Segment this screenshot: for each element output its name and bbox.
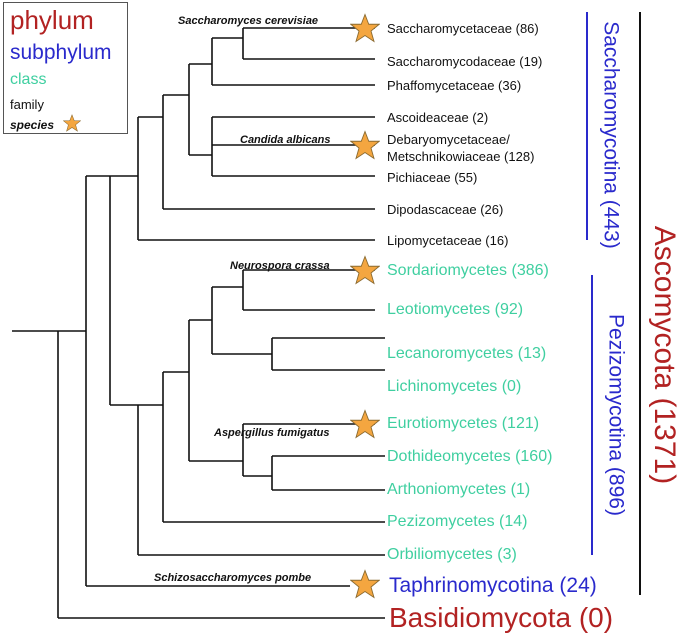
legend-class: class — [10, 71, 47, 88]
branch-sacch-a — [163, 64, 190, 155]
phylum-ascomycota: Ascomycota (1371) — [648, 225, 681, 485]
class-leotiomycetes: Leotiomycetes (92) — [387, 301, 524, 318]
branch-doth-arth — [243, 455, 385, 491]
class-lecanoromycetes: Lecanoromycetes (13) — [387, 345, 547, 362]
branch-sacch-pez — [86, 175, 111, 405]
branch-debary-group — [189, 116, 375, 177]
branch-euro-doth-arth — [189, 423, 375, 476]
branch-sacch-inner — [138, 95, 375, 210]
branch-pezizomycotina — [110, 404, 385, 556]
class-lichinomycetes: Lichinomycetes (0) — [387, 378, 522, 395]
class-dothideomycetes: Dothideomycetes (160) — [387, 448, 553, 465]
class-eurotiomycetes: Eurotiomycetes (121) — [387, 415, 540, 432]
class-sordariomycetes: Sordariomycetes (386) — [387, 262, 549, 279]
phylum-basidiomycota: Basidiomycota (0) — [389, 602, 614, 633]
branch-pez-b — [163, 320, 190, 461]
species-schizosaccharomyces-pombe: Schizosaccharomyces pombe — [154, 572, 312, 584]
legend-species: species — [10, 118, 55, 132]
legend-subphylum: subphylum — [10, 41, 112, 64]
family-ascoideaceae: Ascoideaceae (2) — [387, 110, 489, 125]
family-pichiaceae: Pichiaceae (55) — [387, 170, 478, 185]
branch-sordario-leotio — [212, 269, 375, 311]
branch-pez-c — [189, 287, 213, 354]
family-dipodascaceae: Dipodascaceae (26) — [387, 202, 504, 217]
class-pezizomycetes: Pezizomycetes (14) — [387, 513, 528, 530]
star-icon — [350, 409, 380, 439]
class-orbiliomycetes: Orbiliomycetes (3) — [387, 546, 517, 563]
family-lipomycetaceae: Lipomycetaceae (16) — [387, 233, 509, 248]
species-aspergillus-fumigatus: Aspergillus fumigatus — [214, 427, 330, 439]
branch-root-split — [57, 331, 385, 619]
subphylum-taphrinomycotina: Taphrinomycotina (24) — [389, 574, 597, 597]
star-icon — [350, 569, 380, 599]
subphylum-pezizomycotina: Pezizomycotina (896) — [604, 314, 628, 516]
legend-phylum: phylum — [10, 5, 94, 35]
legend-family: family — [10, 97, 44, 112]
branch-ascomycota — [58, 176, 350, 587]
class-arthoniomycetes: Arthoniomycetes (1) — [387, 481, 531, 498]
branch-sacch-top — [189, 38, 375, 86]
star-icon — [63, 114, 81, 132]
family-debaryomycetaceae: Debaryomycetaceae/ — [387, 132, 510, 147]
family-phaffomycetaceae: Phaffomycetaceae (36) — [387, 78, 522, 93]
legend-box: phylum subphylum class family species — [3, 2, 128, 134]
star-icon — [350, 255, 380, 285]
star-icon — [350, 130, 380, 160]
family-saccharomycodaceae: Saccharomycodaceae (19) — [387, 54, 543, 69]
family-saccharomycetaceae: Saccharomycetaceae (86) — [387, 21, 539, 36]
branch-saccharomycetaceae — [212, 27, 375, 60]
subphylum-saccharomycotina: Saccharomycotina (443) — [599, 21, 623, 249]
species-neurospora-crassa: Neurospora crassa — [230, 260, 330, 272]
family-metschnikowiaceae: Metschnikowiaceae (128) — [387, 149, 535, 164]
species-saccharomyces-cerevisiae: Saccharomyces cerevisiae — [178, 15, 319, 27]
star-icon — [350, 13, 380, 43]
branch-saccharomycotina — [110, 117, 375, 241]
species-candida-albicans: Candida albicans — [240, 134, 331, 146]
branch-pez-a — [138, 372, 385, 523]
branch-lecanoro-lichino — [212, 337, 385, 371]
